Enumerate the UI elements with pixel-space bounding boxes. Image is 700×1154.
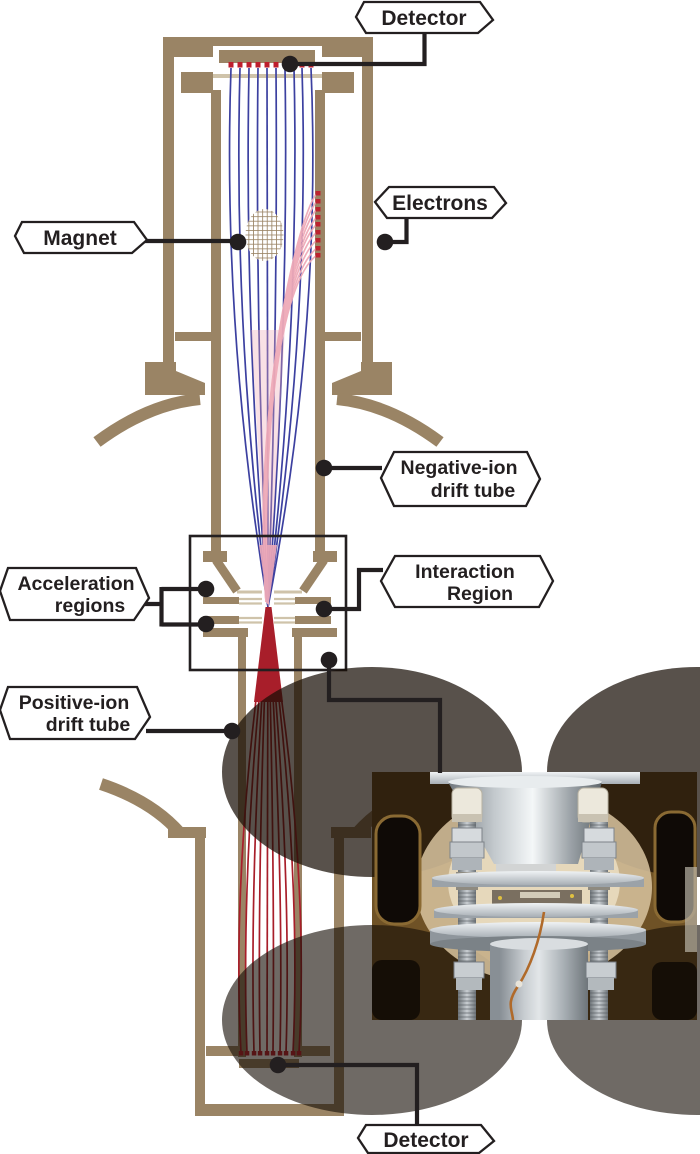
leader-dot-negative-drift — [315, 459, 333, 477]
magnet-symbol — [245, 209, 284, 261]
leader-lines — [142, 33, 443, 1125]
center-cylinder — [490, 944, 588, 1020]
leader-dot-photo — [320, 651, 338, 669]
leader-dot-electrons — [376, 233, 394, 251]
chamber-port-left — [374, 814, 422, 926]
top-detector-plate — [219, 50, 315, 63]
interaction-label-line2: Region — [447, 583, 513, 605]
negative-drift-tube-wall-left — [211, 90, 221, 556]
leader-dot-acceleration-lower — [197, 615, 215, 633]
label-acceleration-regions: Acceleration regions — [0, 566, 151, 622]
interaction-region-electrodes — [203, 551, 337, 624]
label-magnet: Magnet — [13, 220, 149, 255]
positive-drift-label-line1: Positive-ion — [19, 692, 130, 714]
leader-dot-acceleration-upper — [197, 580, 215, 598]
interaction-label-line1: Interaction — [415, 561, 515, 583]
electrons-label-text: Electrons — [392, 192, 488, 215]
interaction-region-box — [188, 534, 348, 672]
leader-dot-magnet — [229, 233, 247, 251]
label-positive-drift-tube: Positive-ion drift tube — [0, 685, 152, 741]
leader-dot-interaction — [315, 600, 333, 618]
label-negative-drift-tube: Negative-ion drift tube — [379, 450, 542, 508]
labels: Detector Electrons Magnet Negative-ion d… — [0, 0, 555, 1154]
label-detector-bottom: Detector — [356, 1123, 496, 1154]
einzel-cone — [448, 782, 602, 864]
acceleration-label-line1: Acceleration — [17, 573, 134, 595]
photo-inset — [222, 667, 700, 1115]
positive-drift-label-line2: drift tube — [46, 714, 131, 736]
label-detector-top: Detector — [354, 0, 495, 35]
magnet-label-text: Magnet — [43, 227, 117, 250]
electron-beam — [251, 191, 321, 608]
electron-injection-slit — [315, 191, 321, 258]
acceleration-label-line2: regions — [55, 595, 126, 617]
negative-drift-label-line1: Negative-ion — [400, 457, 517, 479]
detector-bottom-label-text: Detector — [383, 1129, 468, 1152]
label-electrons: Electrons — [373, 185, 508, 220]
leader-dot-detector-top — [281, 55, 299, 73]
negative-ion-beam — [228, 62, 314, 608]
negative-drift-tube-wall-right — [315, 90, 325, 556]
negative-drift-label-line2: drift tube — [431, 480, 516, 502]
label-interaction-region: Interaction Region — [379, 554, 555, 609]
leader-dot-detector-bottom — [269, 1056, 287, 1074]
detector-top-label-text: Detector — [381, 7, 466, 30]
leader-dot-positive-drift — [223, 722, 241, 740]
